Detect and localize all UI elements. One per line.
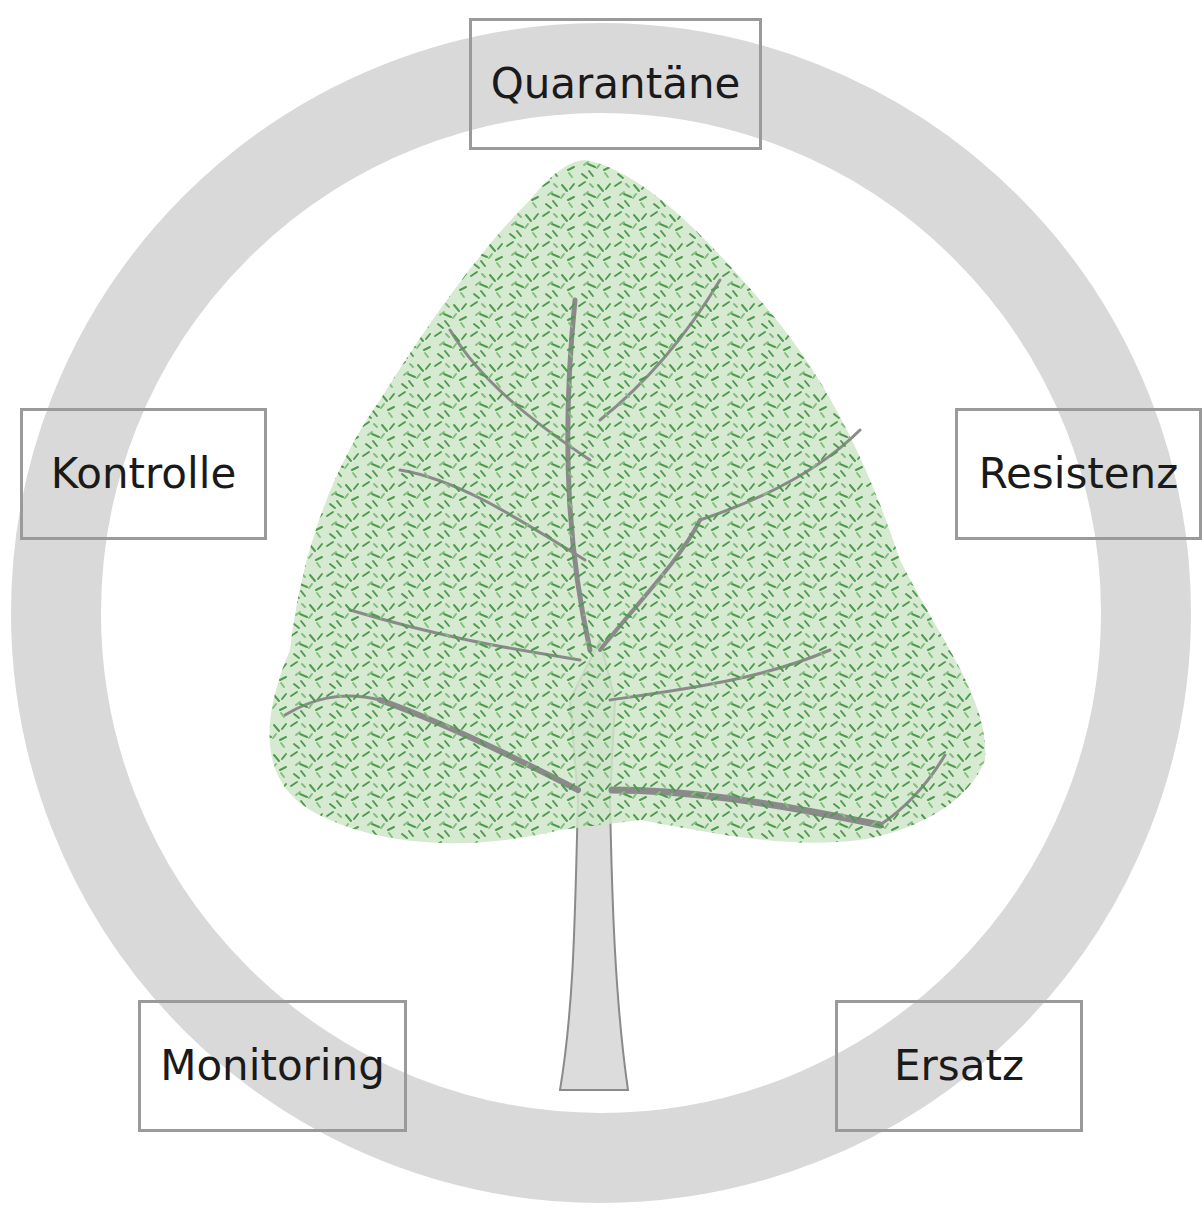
- label-box: Ersatz: [835, 1000, 1083, 1132]
- label-box: Resistenz: [955, 408, 1202, 540]
- tree-illustration: [270, 160, 986, 1090]
- label-box: Monitoring: [138, 1000, 407, 1132]
- tree-leaves: [270, 160, 986, 843]
- box-label: Kontrolle: [51, 451, 236, 497]
- ring: [56, 68, 1146, 1158]
- label-box: Quarantäne: [469, 18, 763, 150]
- box-label: Quarantäne: [491, 61, 741, 107]
- box-label: Ersatz: [894, 1043, 1024, 1089]
- box-label: Resistenz: [979, 451, 1179, 497]
- tree-canopy: [270, 160, 986, 843]
- label-box: Kontrolle: [20, 408, 267, 540]
- box-label: Monitoring: [160, 1043, 385, 1089]
